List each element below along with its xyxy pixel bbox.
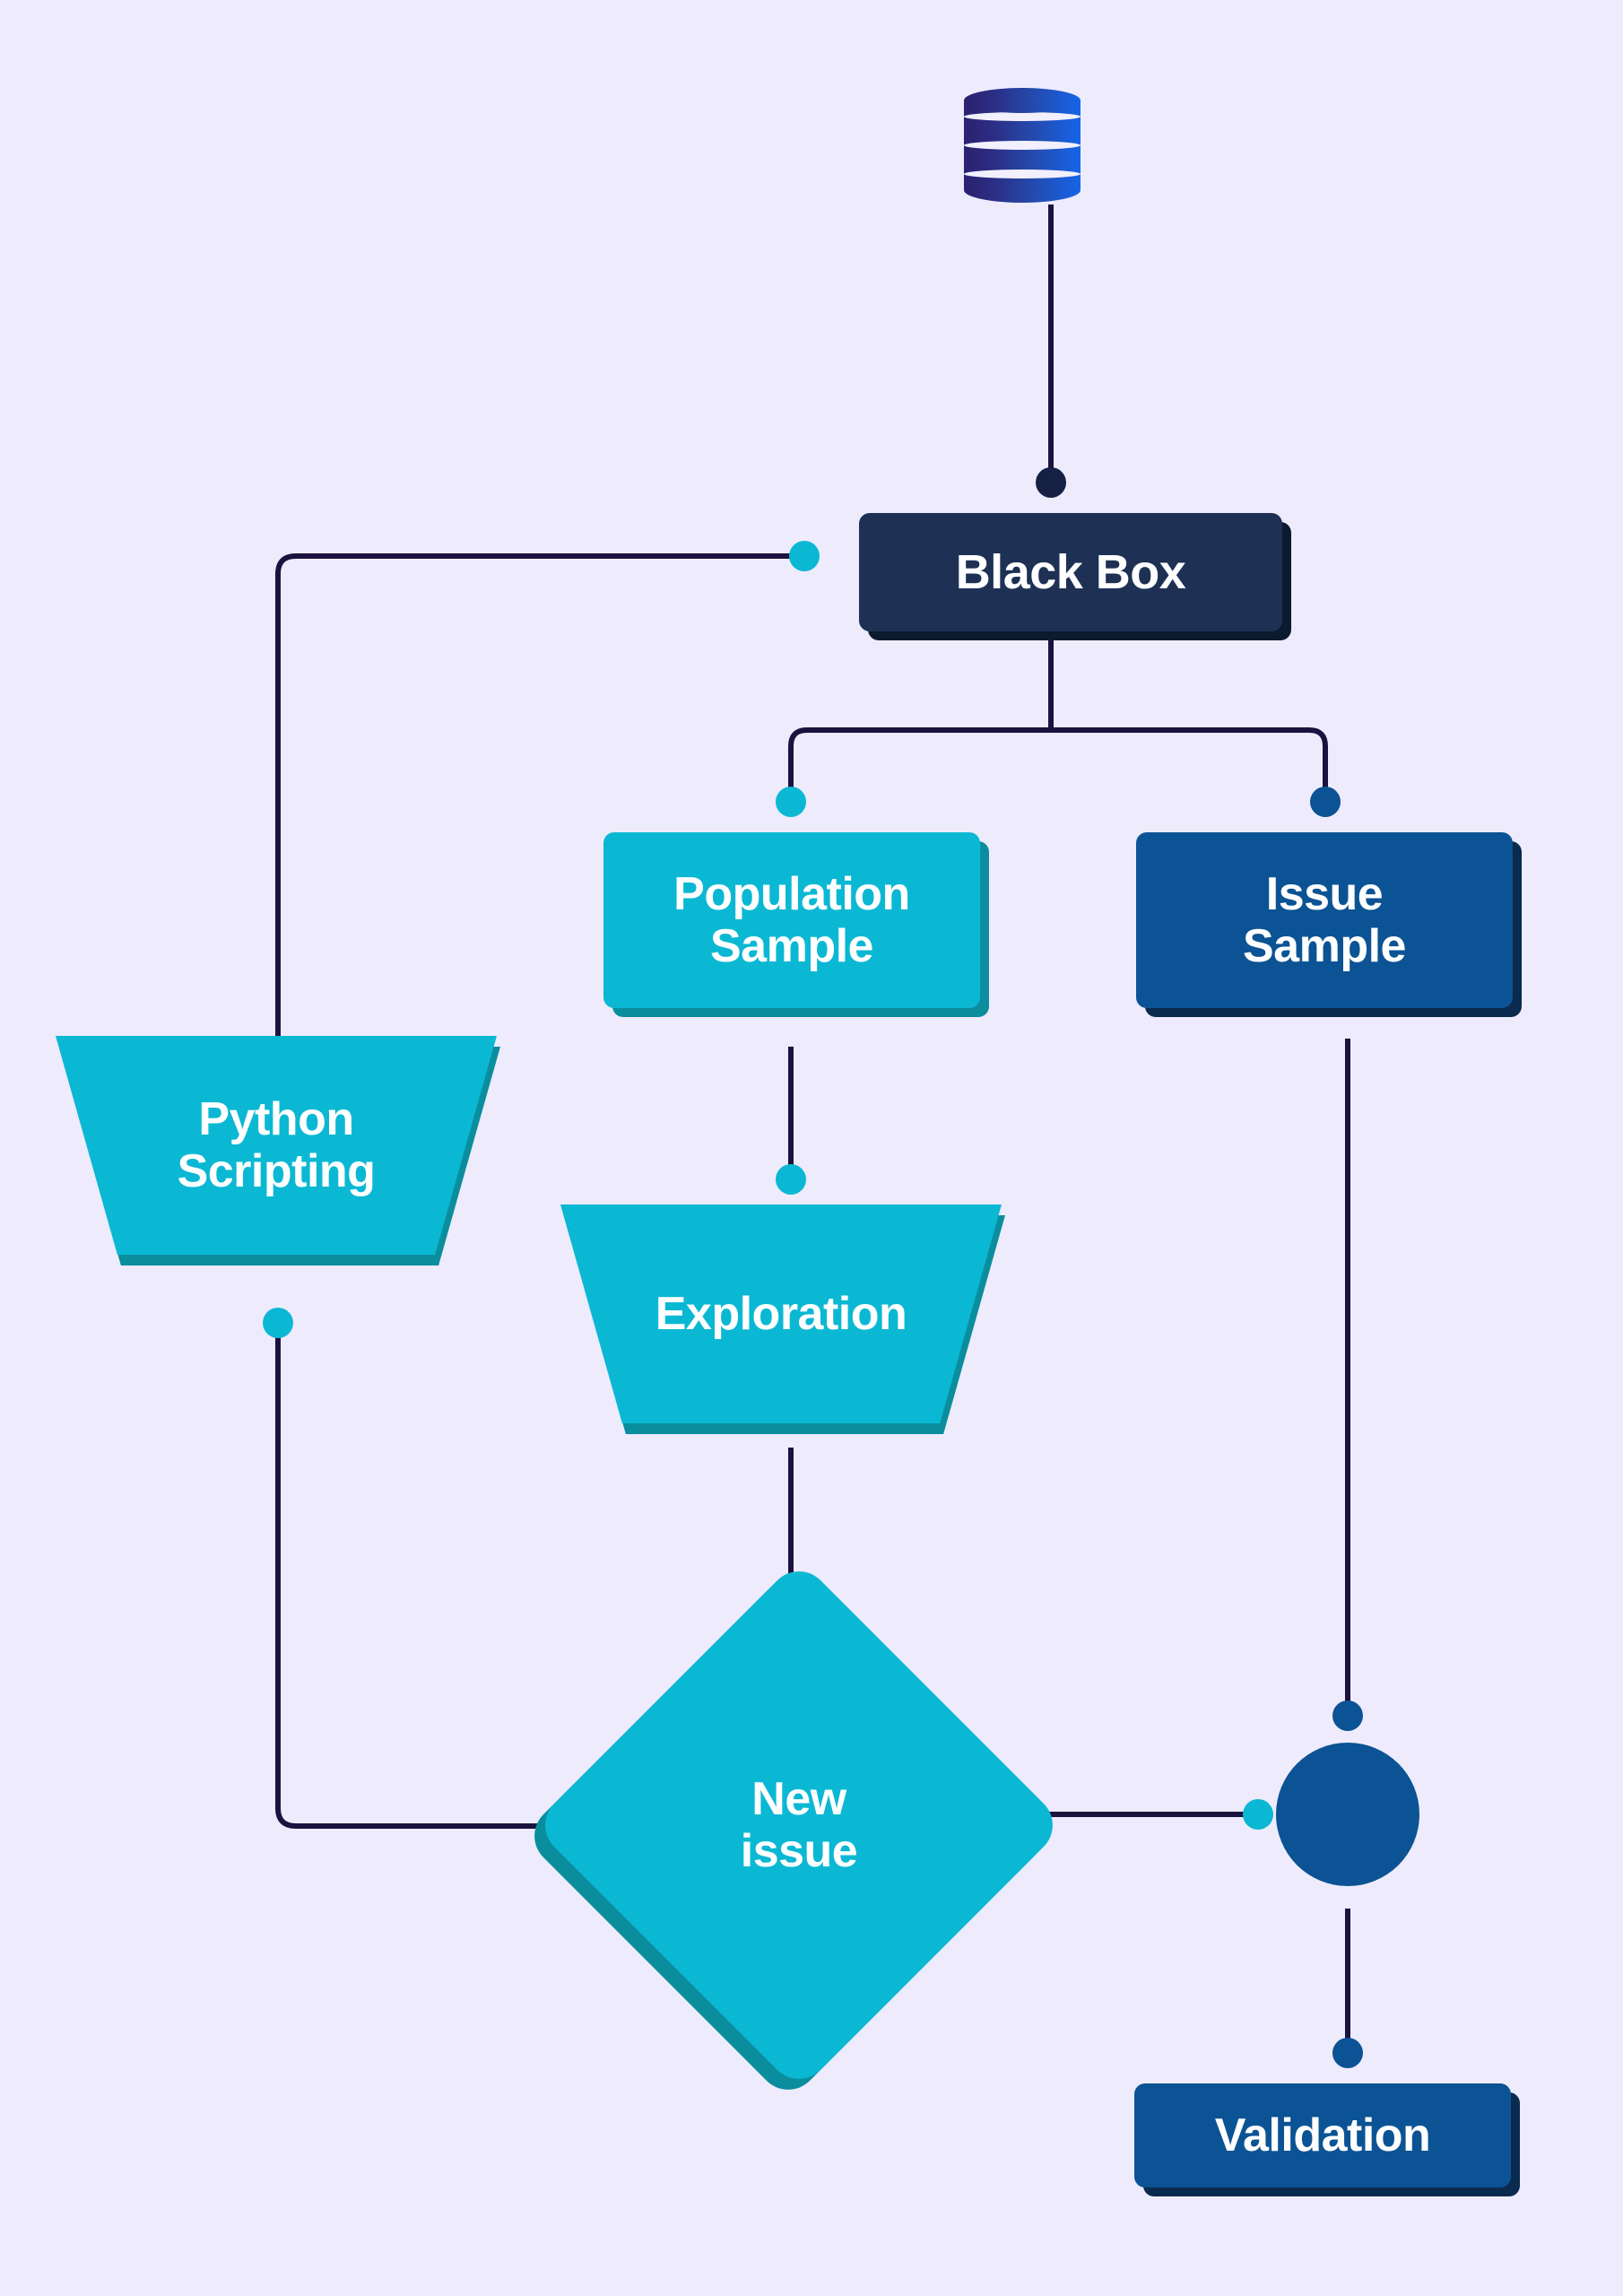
connector-dot-black-box-to-population-sample <box>776 787 806 817</box>
connector-dot-new-issue-to-python-scripting <box>263 1308 293 1338</box>
database-band-3 <box>964 170 1081 178</box>
edge-split-branch-right <box>1051 727 1328 802</box>
edge-split-branch-left <box>788 727 1051 802</box>
database-band-1 <box>964 112 1081 121</box>
node-black-box[interactable]: Black Box <box>859 513 1282 631</box>
new-issue-label: New issue <box>740 1772 858 1877</box>
database-icon <box>964 88 1081 203</box>
edge-new-issue-to-python-scripting <box>275 1336 592 1829</box>
node-exploration[interactable]: Exploration <box>560 1205 1002 1423</box>
connector-dot-junction-to-validation <box>1332 2038 1363 2068</box>
database-top-cap <box>964 88 1081 113</box>
connector-dot-database-to-black-box <box>1036 467 1066 498</box>
node-population-sample[interactable]: Population Sample <box>603 832 980 1008</box>
connector-dot-exploration-to-new-issue <box>776 1596 806 1626</box>
connector-dot-new-issue-to-junction <box>1243 1799 1273 1830</box>
connector-dot-black-box-to-issue-sample <box>1310 787 1341 817</box>
connector-dot-population-sample-to-exploration <box>776 1164 806 1195</box>
connector-dot-python-scripting-to-black-box <box>789 541 820 571</box>
node-python-scripting[interactable]: Python Scripting <box>56 1036 497 1255</box>
node-validation[interactable]: Validation <box>1134 2083 1511 2187</box>
database-band-2 <box>964 141 1081 150</box>
node-issue-sample[interactable]: Issue Sample <box>1136 832 1513 1008</box>
connector-dot-issue-sample-to-junction <box>1332 1700 1363 1731</box>
node-junction-circle[interactable] <box>1276 1743 1419 1886</box>
node-new-issue[interactable]: New issue <box>522 1559 1065 2102</box>
